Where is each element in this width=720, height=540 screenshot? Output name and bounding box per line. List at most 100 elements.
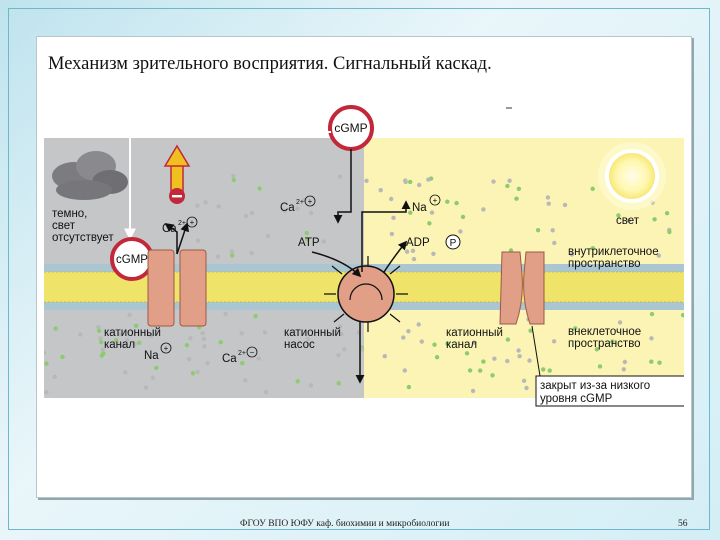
svg-text:2+: 2+ xyxy=(238,350,246,357)
ion-dot xyxy=(403,178,407,182)
ion-dot xyxy=(649,336,653,340)
svg-text:−: − xyxy=(250,348,255,357)
ion-dot xyxy=(517,354,521,358)
ion-dot xyxy=(250,211,254,215)
ion-dot xyxy=(665,211,669,215)
svg-text:Na: Na xyxy=(144,350,159,362)
ion-dot xyxy=(96,325,100,329)
ion-dot xyxy=(127,313,131,317)
slide-title: Механизм зрительного восприятия. Сигналь… xyxy=(48,54,492,75)
cascade-diagram: темно, свет отсутствует cGMP cGMP xyxy=(44,104,684,414)
cation-channel-right-label-line1: катионный xyxy=(446,327,503,339)
ion-dot xyxy=(552,241,556,245)
ion-dot xyxy=(506,337,510,341)
dark-label-line1: темно, xyxy=(52,208,87,220)
ion-dot xyxy=(188,336,192,340)
svg-text:+: + xyxy=(308,197,313,206)
ion-dot xyxy=(216,254,220,258)
ion-dot xyxy=(379,188,383,192)
ion-dot xyxy=(98,336,102,340)
ion-dot xyxy=(391,216,395,220)
ion-dot xyxy=(517,187,521,191)
ion-dot xyxy=(650,312,654,316)
ion-dot xyxy=(185,343,189,347)
cation-pump-label-line2: насос xyxy=(284,339,315,351)
extracellular-label-line2: пространство xyxy=(568,338,641,350)
ion-dot xyxy=(78,332,82,336)
cgmp-top-marker: cGMP xyxy=(330,107,372,149)
ion-dot xyxy=(336,353,340,357)
ion-dot xyxy=(431,252,435,256)
ion-dot xyxy=(154,366,158,370)
ion-dot xyxy=(253,314,257,318)
ion-dot xyxy=(522,379,526,383)
ion-dot xyxy=(60,355,64,359)
svg-text:Na: Na xyxy=(412,202,427,214)
ion-dot xyxy=(492,357,496,361)
ion-dot xyxy=(44,361,48,365)
ion-dot xyxy=(217,204,221,208)
ion-dot xyxy=(99,340,103,344)
ion-dot xyxy=(514,197,518,201)
ion-dot xyxy=(465,351,469,355)
ion-dot xyxy=(243,378,247,382)
dark-label-line2: свет xyxy=(52,220,76,232)
ion-dot xyxy=(309,211,313,215)
ion-dot xyxy=(219,340,223,344)
ion-dot xyxy=(406,329,410,333)
ion-dot xyxy=(223,312,227,316)
ion-dot xyxy=(417,183,421,187)
intracellular-label-line1: внутриклеточное xyxy=(568,246,659,258)
ion-dot xyxy=(389,197,393,201)
ion-dot xyxy=(151,376,155,380)
ion-dot xyxy=(137,341,141,345)
closed-label-line2: уровня cGMP xyxy=(540,393,613,405)
ion-dot xyxy=(123,370,127,374)
cation-channel-left-label-line2: канал xyxy=(104,339,135,351)
adp-label: ADP xyxy=(406,237,430,249)
ion-dot xyxy=(505,184,509,188)
ion-dot xyxy=(240,331,244,335)
cgmp-left-marker: cGMP xyxy=(112,239,152,279)
ion-dot xyxy=(263,330,267,334)
ion-dot xyxy=(667,230,671,234)
ion-dot xyxy=(203,200,207,204)
ion-dot xyxy=(230,249,234,253)
ion-dot xyxy=(401,335,405,339)
ion-dot xyxy=(430,210,434,214)
ion-dot xyxy=(53,326,57,330)
ion-dot xyxy=(622,367,626,371)
ion-dot xyxy=(191,371,195,375)
ion-dot xyxy=(257,186,261,190)
ion-dot xyxy=(445,200,449,204)
cgmp-left-label: cGMP xyxy=(116,254,148,266)
ion-dot xyxy=(337,381,341,385)
ion-dot xyxy=(257,356,261,360)
ion-dot xyxy=(250,251,254,255)
closed-label-line1: закрыт из-за низкого xyxy=(540,380,650,392)
ion-dot xyxy=(202,344,206,348)
ion-dot xyxy=(481,207,485,211)
ion-dot xyxy=(322,239,326,243)
ion-dot xyxy=(527,358,531,362)
svg-text:+: + xyxy=(190,218,195,227)
ion-dot xyxy=(231,174,235,178)
ion-dot xyxy=(411,249,415,253)
svg-text:+: + xyxy=(433,196,438,205)
ion-dot xyxy=(505,359,509,363)
ion-dot xyxy=(195,370,199,374)
ion-dot xyxy=(461,215,465,219)
ion-dot xyxy=(481,359,485,363)
ion-dot xyxy=(536,228,540,232)
cation-channel-right-label-line2: канал xyxy=(446,339,477,351)
ion-dot xyxy=(547,202,551,206)
ion-dot xyxy=(97,329,101,333)
ion-dot xyxy=(244,214,248,218)
ion-dot xyxy=(458,229,462,233)
ion-dot xyxy=(546,195,550,199)
ion-dot xyxy=(144,385,148,389)
ion-dot xyxy=(427,221,431,225)
ion-dot xyxy=(471,389,475,393)
ion-dot xyxy=(101,351,105,355)
ion-dot xyxy=(201,331,205,335)
